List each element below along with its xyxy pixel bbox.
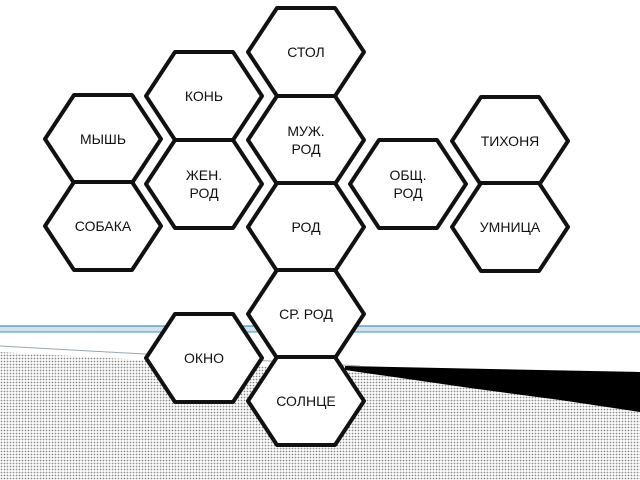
hexagon-label: ЖЕН. bbox=[186, 167, 222, 183]
hexagon-rod: РОД bbox=[246, 181, 366, 273]
hexagon-zhen-rod: ЖЕН. РОД bbox=[144, 138, 264, 230]
hexagon-label: РОД bbox=[291, 141, 321, 157]
hexagon-label: ОБЩ. bbox=[389, 167, 426, 183]
hexagon-sobaka: СОБАКА bbox=[43, 180, 163, 272]
hexagon-muzh-rod: МУЖ. РОД bbox=[246, 94, 366, 186]
hexagon-label: РОД bbox=[291, 219, 321, 235]
hexagon-label: ТИХОНЯ bbox=[481, 133, 540, 149]
hexagon-shape bbox=[348, 138, 468, 230]
hexagon-label: СОБАКА bbox=[75, 218, 132, 234]
black-band bbox=[345, 366, 640, 412]
hexagon-solntse: СОЛНЦЕ bbox=[246, 355, 366, 447]
hexagon-label: КОНЬ bbox=[185, 88, 223, 104]
hexagon-label: РОД bbox=[189, 185, 219, 201]
hexagon-okno: ОКНО bbox=[144, 312, 264, 404]
hexagon-umnitsa: УМНИЦА bbox=[450, 181, 570, 273]
hexagon-label: МУЖ. bbox=[287, 123, 324, 139]
hexagon-label: УМНИЦА bbox=[480, 219, 541, 235]
hexagon-shape bbox=[144, 138, 264, 230]
hexagon-shape bbox=[43, 180, 163, 272]
hexagon-label: СОЛНЦЕ bbox=[276, 393, 336, 409]
hexagon-mysh: МЫШЬ bbox=[43, 93, 163, 185]
hexagon-tikhonya: ТИХОНЯ bbox=[450, 95, 570, 187]
hexagon-shape bbox=[450, 181, 570, 273]
hexagon-shape bbox=[246, 355, 366, 447]
hexagon-obshch-rod: ОБЩ. РОД bbox=[348, 138, 468, 230]
hexagon-label: СР. РОД bbox=[279, 306, 333, 322]
hexagon-label: МЫШЬ bbox=[80, 131, 126, 147]
hexagon-kon: КОНЬ bbox=[144, 50, 264, 142]
hexagon-label: РОД bbox=[393, 185, 423, 201]
hexagon-label: ОКНО bbox=[184, 350, 224, 366]
hexagon-sr-rod: СР. РОД bbox=[246, 268, 366, 360]
hexagon-stol: СТОЛ bbox=[246, 6, 366, 98]
hexagon-label: СТОЛ bbox=[287, 44, 325, 60]
hexagon-shape bbox=[246, 94, 366, 186]
hexagon-shape bbox=[144, 312, 264, 404]
